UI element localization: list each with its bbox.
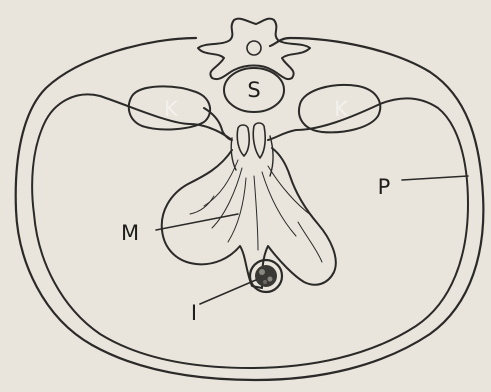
label-peritoneum: P <box>378 175 391 199</box>
label-kidney-right: K <box>334 97 349 121</box>
peritoneal-lining <box>32 94 468 368</box>
intestine-cross-section <box>250 260 282 292</box>
leader-line-intestine <box>200 280 256 304</box>
label-spine: S <box>247 78 260 102</box>
label-mesentery: M <box>121 221 139 245</box>
mesentery <box>162 148 336 288</box>
label-intestine: I <box>191 301 197 325</box>
leader-line-mesentery <box>156 214 238 230</box>
label-kidney-left: K <box>164 97 179 121</box>
leader-line-peritoneum <box>402 176 468 180</box>
mesentery-root <box>231 123 273 176</box>
